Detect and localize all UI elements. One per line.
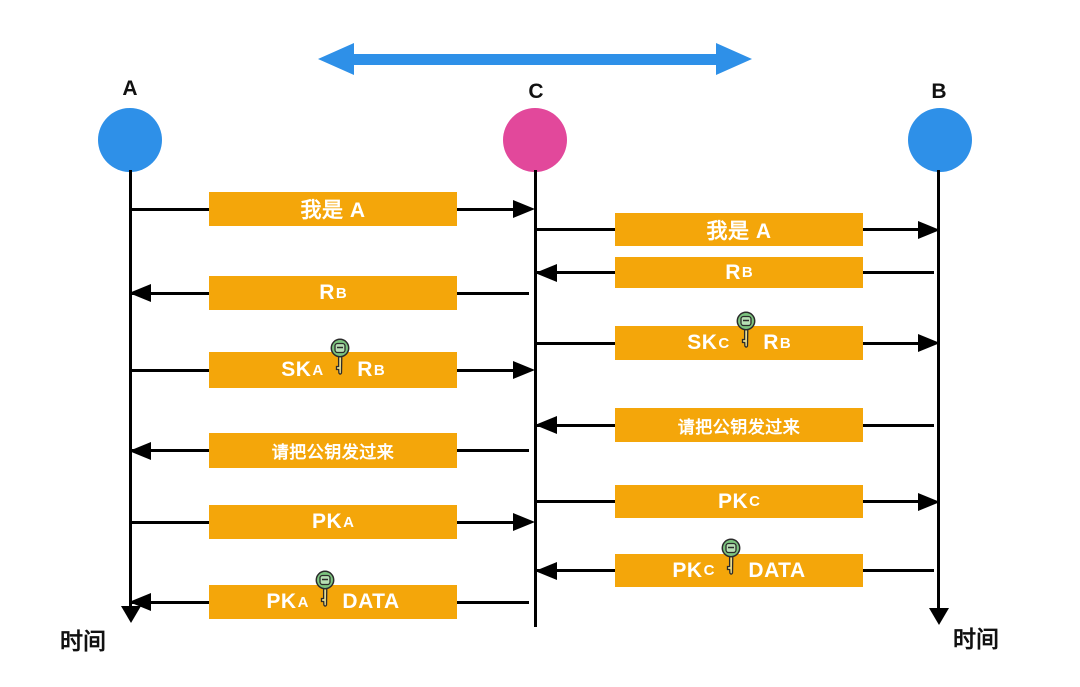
arrowhead-icon [535,561,557,580]
label-text: R [357,358,373,381]
label-text: PK [672,558,703,582]
arrowhead-icon [918,492,940,511]
arrowhead-icon [129,284,151,302]
actor-a-circle [98,108,162,172]
key-icon [328,338,352,378]
label-text: DATA [342,590,400,613]
label-subscript: C [718,334,730,352]
label-subscript: B [335,284,347,302]
lifeline-b [937,170,940,610]
arrowhead-icon [513,200,535,218]
actor-a-label: A [122,77,138,100]
time-label-left: 时间 [60,628,106,654]
arrowhead-icon [535,416,557,434]
message-b-to-c-4: 请把公钥发过来 [535,408,938,442]
message-c-to-a-4: 请把公钥发过来 [129,433,533,468]
label-text: PK [266,590,297,613]
message-label: 请把公钥发过来 [209,433,457,468]
label-subscript: B [373,361,385,379]
arrowhead-icon [129,441,151,460]
label-text: 请把公钥发过来 [677,417,801,437]
arrowhead-icon [513,513,535,531]
label-text: R [725,260,741,284]
actor-b-label: B [931,80,947,103]
arrowhead-icon [513,361,535,379]
label-subscript: A [343,513,355,531]
top-link-arrow-left-head-icon [318,43,354,75]
label-subscript: A [312,361,324,379]
arrowhead-icon [129,593,151,611]
label-subscript: C [703,562,715,579]
label-text: 我是 A [706,219,772,243]
label-subscript: C [749,493,761,510]
label-text: SK [687,331,718,354]
lifeline-c [534,170,537,627]
arrowhead-icon [918,334,940,352]
label-subscript: B [741,264,753,281]
arrowhead-icon [918,220,940,239]
actor-c-circle [503,108,567,172]
label-text: R [763,331,779,354]
label-subscript: B [779,334,791,352]
label-text: 我是 A [300,199,366,222]
label-text: R [319,281,335,304]
label-text: SK [281,358,312,381]
label-text: DATA [748,558,806,582]
time-label-right: 时间 [953,626,999,652]
actor-c-label: C [528,80,544,103]
message-c-to-b-1: 我是 A [537,213,940,246]
key-icon [313,570,337,610]
key-icon [719,538,743,578]
label-text: PK [717,489,749,513]
message-a-to-c-1: 我是 A [131,192,535,226]
lifeline-a [129,170,132,608]
top-link-arrow-bar [352,54,718,65]
label-text: PK [311,510,343,533]
message-label: 我是 A [615,213,863,246]
top-link-arrow-right-head-icon [716,43,752,75]
arrowhead-icon [535,263,557,282]
actor-b-circle [908,108,972,172]
lifeline-b-arrowhead-icon [929,608,949,625]
message-label: 我是 A [209,192,457,226]
key-icon [734,311,758,351]
label-subscript: A [297,593,309,611]
label-text: 请把公钥发过来 [271,443,395,462]
message-label: 请把公钥发过来 [615,408,863,442]
